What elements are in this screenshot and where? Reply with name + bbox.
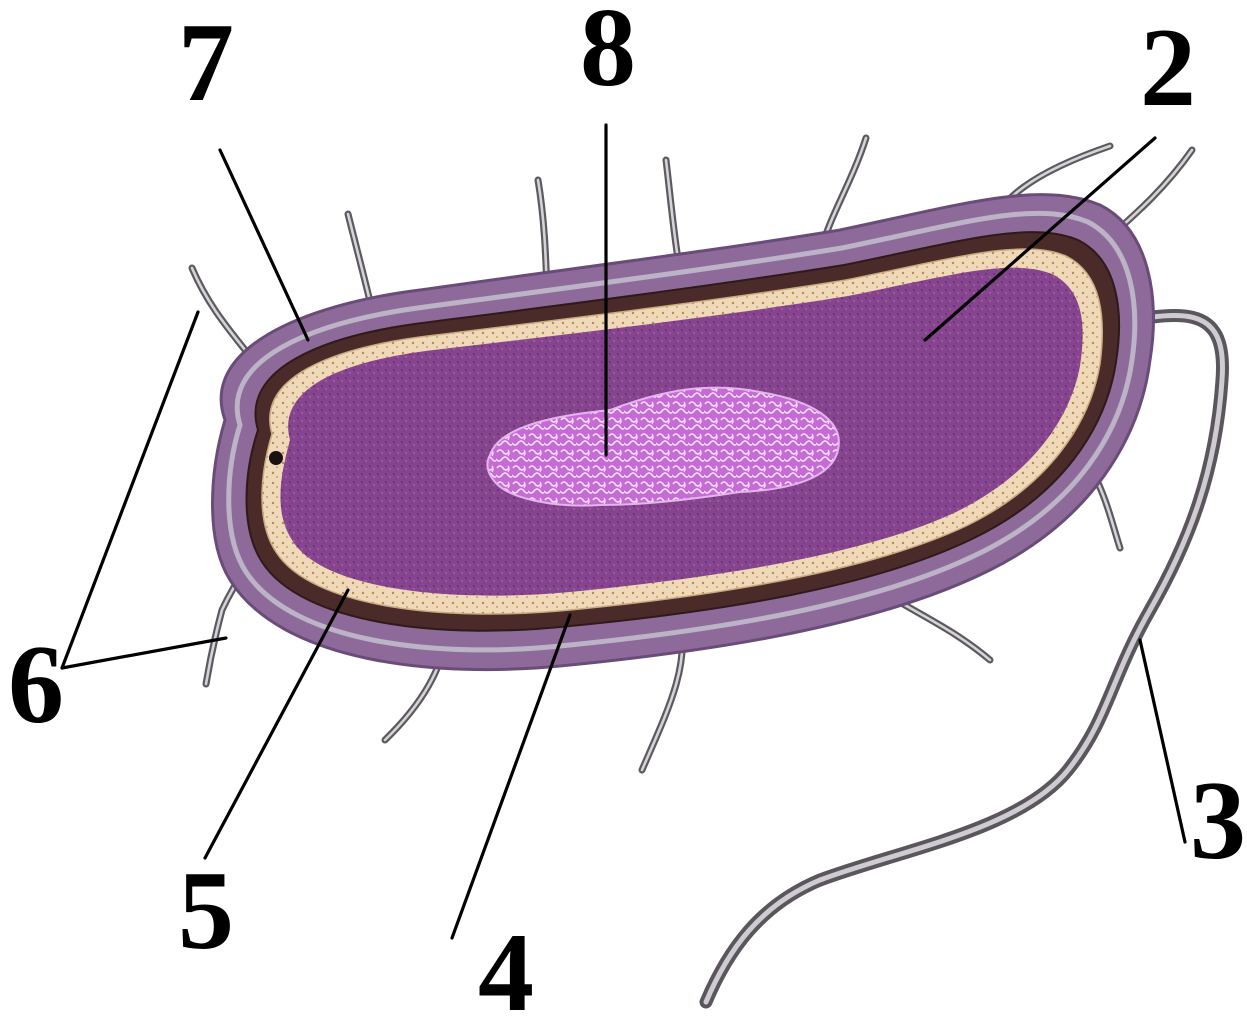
label-8: 8 xyxy=(580,0,636,110)
leader-6b xyxy=(62,638,226,668)
inclusion-granule xyxy=(269,451,283,465)
label-3: 3 xyxy=(1190,759,1246,883)
leader-6a xyxy=(62,312,198,668)
label-5: 5 xyxy=(178,849,234,973)
label-6: 6 xyxy=(8,623,64,747)
cell-body xyxy=(213,195,1154,670)
leader-3 xyxy=(1140,640,1185,842)
label-2: 2 xyxy=(1140,6,1196,130)
label-7: 7 xyxy=(178,1,234,125)
leader-5 xyxy=(205,590,348,858)
label-4: 4 xyxy=(478,911,534,1017)
leader-7 xyxy=(220,150,308,340)
